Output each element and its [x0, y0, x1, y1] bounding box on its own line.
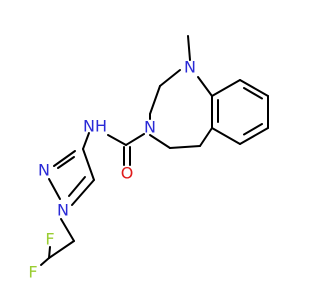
methyl-n-label: N — [184, 58, 196, 77]
amide-nh-label: NH — [83, 117, 107, 136]
fluorine-top-label: F — [45, 230, 54, 249]
benzene-ring — [211, 79, 269, 145]
ring-n-label: N — [144, 118, 156, 137]
fluorine-bottom-label: F — [28, 263, 37, 282]
carbonyl-o-label: O — [121, 164, 134, 183]
pyrazole-n2-label: N — [38, 161, 50, 180]
pyrazole-n1-label: N — [57, 201, 69, 220]
molecule-diagram: N N NH O N N F F — [28, 35, 269, 282]
difluoroethyl-chain — [40, 218, 75, 266]
amide-group — [107, 133, 145, 166]
diazepine-ring — [149, 35, 213, 149]
pyrazole-ring — [48, 132, 95, 206]
